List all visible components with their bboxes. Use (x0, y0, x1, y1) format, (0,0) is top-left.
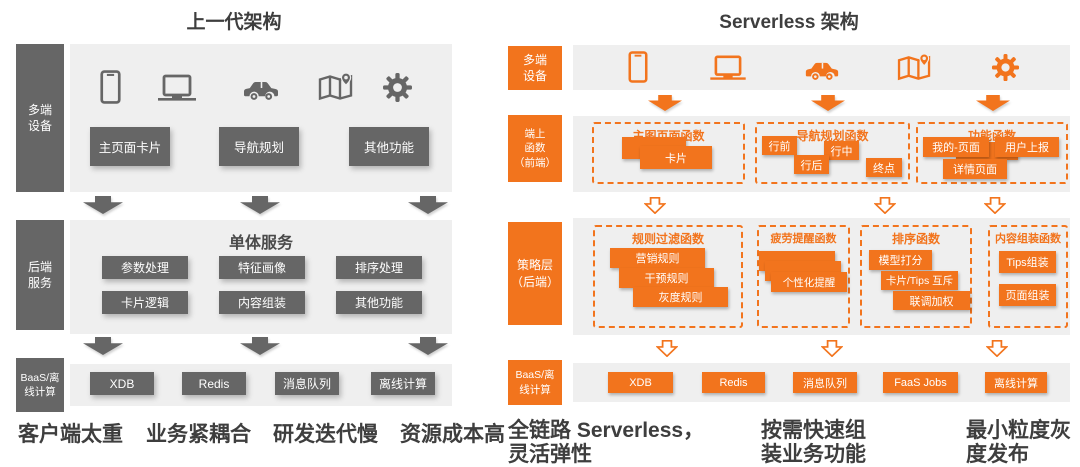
function-group-content-assembly: 内容组装函数 (988, 225, 1068, 328)
function-box: 营销规则 (610, 248, 705, 268)
down-arrow-solid (408, 196, 448, 214)
function-box: 行中 (824, 141, 859, 160)
baas-box: FaaS Jobs (883, 372, 958, 393)
baas-box: 消息队列 (793, 372, 857, 393)
function-box: 页面组装 (999, 284, 1056, 306)
sidebar-backend-left: 后端 服务 (16, 220, 64, 330)
monolith-service-title: 单体服务 (228, 235, 293, 252)
down-arrow-hollow (656, 340, 678, 357)
drawback-caption: 业务紧耦合 (146, 423, 251, 446)
function-box: 灰度规则 (633, 287, 728, 307)
function-box: Tips组装 (999, 251, 1056, 273)
function-box: 行后 (794, 155, 829, 174)
smartphone-icon (628, 51, 648, 83)
sidebar-baas-right: BaaS/离 线计算 (508, 360, 562, 405)
gear-icon (383, 73, 412, 102)
down-arrow-solid (240, 337, 280, 355)
function-box: 详情页面 (943, 159, 1007, 179)
backend-module-box: 卡片逻辑 (102, 291, 188, 314)
client-module-box: 导航规划 (219, 127, 299, 166)
down-arrow-hollow (644, 197, 666, 214)
function-group-fatigue-reminder: 疲劳提醒函数 (757, 225, 850, 328)
benefit-caption: 全链路 Serverless， 灵活弹性 (508, 419, 705, 466)
prev-arch-title: 上一代架构 (186, 12, 282, 33)
function-box: 用户上报 (995, 137, 1059, 157)
car-icon (805, 62, 839, 80)
baas-box: XDB (90, 372, 154, 395)
function-box: 干预规则 (619, 268, 714, 288)
down-arrow-solid (648, 95, 682, 111)
laptop-icon (158, 74, 196, 101)
sidebar-frontend-functions: 端上 函数 （前端） (508, 115, 562, 182)
function-group-label: 内容组装函数 (995, 233, 1061, 245)
backend-module-box: 排序处理 (336, 256, 422, 279)
baas-box: XDB (608, 372, 673, 393)
function-box: 模型打分 (869, 250, 932, 270)
down-arrow-solid (408, 337, 448, 355)
laptop-icon (710, 55, 746, 80)
down-arrow-hollow (874, 197, 896, 214)
function-group-navigation: 导航规划函数 (755, 122, 910, 184)
map-pin-icon (897, 53, 931, 81)
function-box: 个性化提醒 (771, 272, 847, 292)
sidebar-strategy-layer: 策略层 （后端） (508, 222, 562, 325)
down-arrow-solid (83, 337, 123, 355)
devices-panel-left (70, 44, 452, 192)
map-pin-icon (318, 72, 353, 101)
function-group-label: 疲劳提醒函数 (770, 233, 837, 245)
down-arrow-solid (976, 95, 1010, 111)
backend-module-box: 内容组装 (219, 291, 305, 314)
baas-box: 离线计算 (371, 372, 435, 395)
function-box: 联调加权 (893, 291, 970, 310)
function-group-label: 规则过滤函数 (631, 232, 704, 246)
sidebar-devices-left: 多端 设备 (16, 44, 64, 192)
function-box: 卡片 (640, 146, 712, 169)
baas-box: 消息队列 (275, 372, 339, 395)
car-icon (244, 82, 278, 100)
drawback-caption: 客户端太重 (18, 423, 123, 446)
benefit-caption: 按需快速组 装业务功能 (761, 419, 866, 466)
serverless-arch-title: Serverless 架构 (719, 12, 859, 33)
down-arrow-solid (83, 196, 123, 214)
function-group-label: 导航规划函数 (796, 129, 869, 143)
function-box: 终点 (866, 158, 902, 177)
function-group-label: 排序函数 (891, 232, 940, 246)
drawback-caption: 研发迭代慢 (273, 423, 378, 446)
client-module-box: 其他功能 (349, 127, 429, 166)
benefit-caption: 最小粒度灰 度发布 (966, 419, 1071, 466)
function-box: 卡片/Tips 互斥 (881, 271, 958, 290)
gear-icon (991, 53, 1020, 82)
baas-box: Redis (182, 372, 246, 395)
drawback-caption: 资源成本高 (400, 423, 505, 446)
function-box: 我的-页面 (923, 137, 989, 157)
function-group-ranking: 排序函数 (860, 225, 972, 328)
baas-box: 离线计算 (985, 372, 1047, 393)
down-arrow-solid (240, 196, 280, 214)
down-arrow-solid (811, 95, 845, 111)
backend-module-box: 特征画像 (219, 256, 305, 279)
function-box: 行前 (762, 136, 797, 155)
down-arrow-hollow (984, 197, 1006, 214)
down-arrow-hollow (986, 340, 1008, 357)
sidebar-baas-left: BaaS/离 线计算 (16, 358, 64, 412)
backend-module-box: 其他功能 (336, 291, 422, 314)
client-module-box: 主页面卡片 (90, 127, 170, 166)
backend-module-box: 参数处理 (102, 256, 188, 279)
sidebar-devices-right: 多端 设备 (508, 46, 562, 90)
function-group-rule-filter: 规则过滤函数 (593, 225, 743, 328)
down-arrow-hollow (821, 340, 843, 357)
baas-box: Redis (702, 372, 765, 393)
smartphone-icon (100, 70, 121, 104)
